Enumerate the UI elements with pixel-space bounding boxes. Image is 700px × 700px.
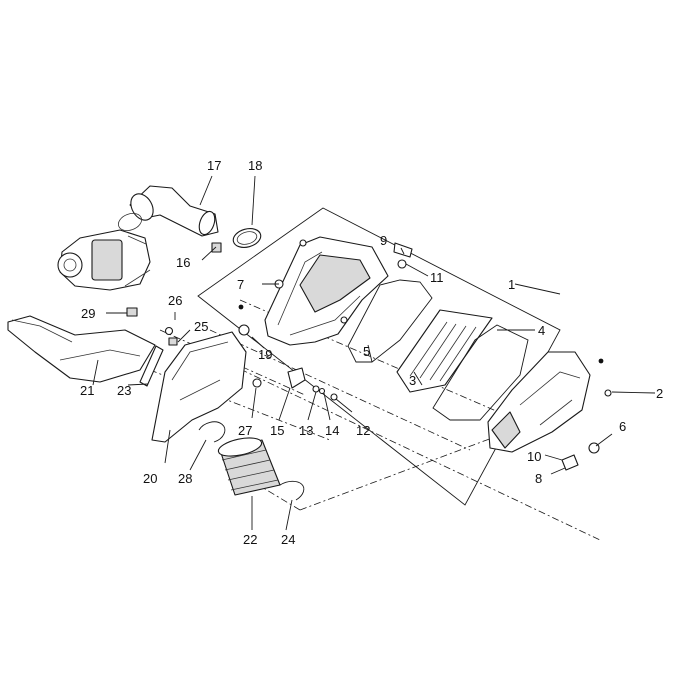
callout-13: 13 [299, 423, 313, 438]
small-hardware [126, 242, 612, 471]
cover-gasket-part [432, 324, 529, 421]
callout-27: 27 [238, 423, 252, 438]
reference-dots [238, 304, 604, 364]
callout-2: 2 [656, 386, 663, 401]
ring-part [198, 421, 226, 443]
callout-11: 11 [430, 270, 444, 285]
callout-4: 4 [538, 323, 545, 338]
throttle-body [57, 229, 151, 291]
callout-12: 12 [356, 423, 370, 438]
callout-labels: 1 2 3 4 5 6 7 8 9 10 11 12 13 14 15 16 1… [80, 158, 663, 547]
ring-part-large [279, 480, 305, 501]
callout-5: 5 [363, 344, 370, 359]
callout-24: 24 [281, 532, 295, 547]
assembly-frame [197, 207, 561, 506]
callout-16: 16 [176, 255, 190, 270]
callout-25: 25 [194, 319, 208, 334]
callout-9: 9 [380, 233, 387, 248]
filter-housing-base [264, 236, 389, 346]
bellows-part [217, 437, 281, 496]
callout-23: 23 [117, 383, 131, 398]
leader-lines [92, 175, 656, 531]
filter-element-part [396, 309, 493, 393]
strip-part [139, 345, 164, 387]
callout-7: 7 [237, 277, 244, 292]
callout-18: 18 [248, 158, 262, 173]
callout-21: 21 [80, 383, 94, 398]
gasket-part [347, 279, 433, 363]
callout-3: 3 [409, 373, 416, 388]
callout-14: 14 [325, 423, 339, 438]
callout-1: 1 [508, 277, 515, 292]
clip-part [211, 242, 222, 253]
callout-8: 8 [535, 471, 542, 486]
duct-cover-part [151, 331, 247, 443]
callout-26: 26 [168, 293, 182, 308]
callout-6: 6 [619, 419, 626, 434]
intake-elbow-part [117, 185, 219, 237]
intake-duct-part [7, 315, 156, 383]
callout-22: 22 [243, 532, 257, 547]
filter-cover [487, 351, 591, 453]
callout-17: 17 [207, 158, 221, 173]
callout-20: 20 [143, 471, 157, 486]
hose-clamp-part [232, 228, 262, 248]
callout-29: 29 [81, 306, 95, 321]
callout-19: 19 [258, 347, 272, 362]
callout-10: 10 [527, 449, 541, 464]
callout-28: 28 [178, 471, 192, 486]
callout-15: 15 [270, 423, 284, 438]
